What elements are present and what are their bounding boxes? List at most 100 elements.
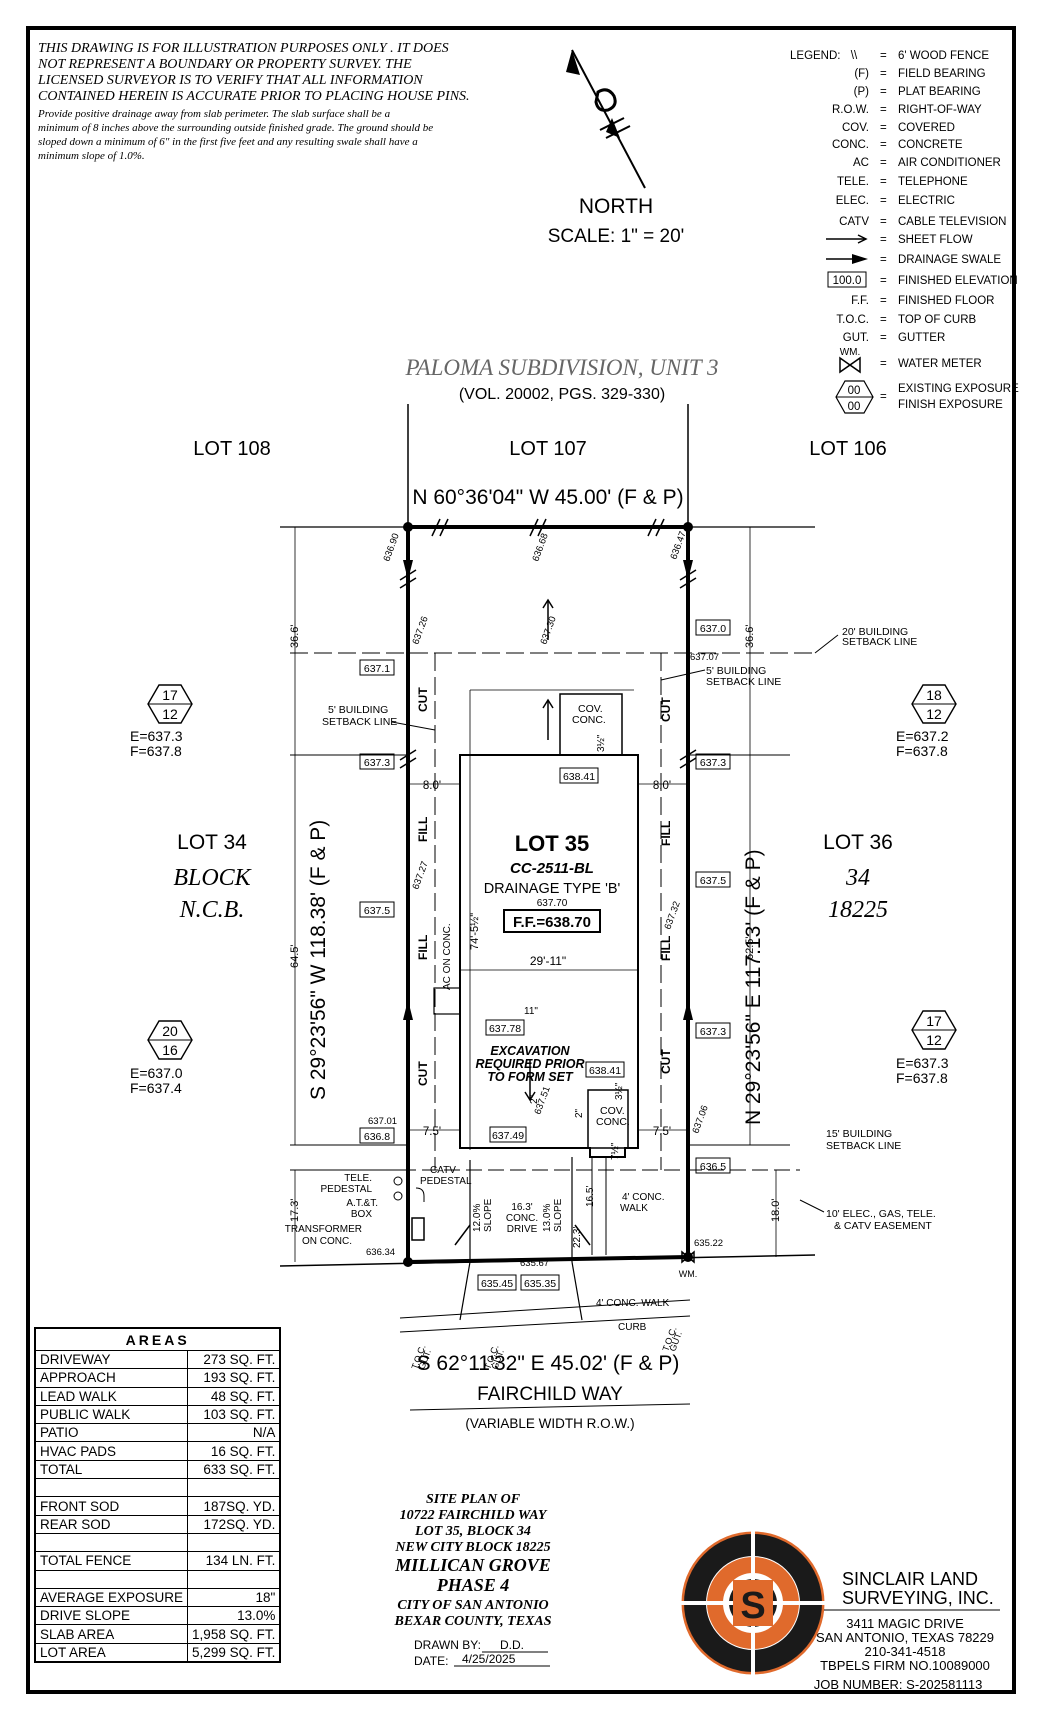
- setback-5-right-label: SETBACK LINE: [706, 676, 781, 688]
- title-line: 10722 FAIRCHILD WAY: [400, 1508, 548, 1523]
- legend-desc: SHEET FLOW: [898, 234, 973, 246]
- existing-elevation: E=637.0: [130, 1065, 183, 1081]
- legend-eq: =: [880, 50, 887, 62]
- sheet-flow-arrows: [454, 598, 591, 1246]
- legend-desc: FINISH EXPOSURE: [898, 399, 1003, 411]
- area-value: 633 SQ. FT.: [187, 1459, 281, 1480]
- legend-sym: WM.: [840, 347, 861, 358]
- legend-sym: AC: [853, 157, 869, 169]
- att-label: BOX: [351, 1209, 372, 1220]
- area-value: 13.0%: [187, 1606, 281, 1626]
- north-arrow-icon: [566, 49, 646, 189]
- dim-36-6-right: 36.6': [744, 624, 756, 648]
- legend: LEGEND: \\ = 6' WOOD FENCE (F) = FIELD B…: [790, 50, 1019, 414]
- area-label: HVAC PADS: [34, 1441, 189, 1461]
- elevation-value: 636.5: [700, 1161, 726, 1173]
- legend-desc: DRAINAGE SWALE: [898, 254, 1001, 266]
- finish-elevation: F=637.8: [896, 1070, 948, 1086]
- legend-sym: CATV: [839, 216, 869, 228]
- slope-label: 12.0%: [472, 1204, 483, 1232]
- slope-label: SLOPE: [553, 1198, 564, 1232]
- drawn-by-value: D.D.: [500, 1638, 524, 1652]
- area-label: PUBLIC WALK: [34, 1404, 189, 1425]
- small-dimensions: 11" 2" 2" 3½" 3½" 7½": [524, 734, 625, 1160]
- drainage-note-line: Provide positive drainage away from slab…: [37, 108, 391, 120]
- north-label: NORTH: [579, 195, 653, 218]
- legend-eq: =: [880, 391, 887, 403]
- legend-desc: EXISTING EXPOSURE: [898, 383, 1019, 395]
- legend-eq: =: [880, 195, 887, 207]
- spot-elevation: 637.27: [410, 860, 430, 891]
- sheet-flow-arrow-icon: [826, 234, 868, 244]
- setback-15-label: SETBACK LINE: [826, 1140, 901, 1152]
- drive-label: 16.3': [511, 1202, 532, 1213]
- area-value: 193 SQ. FT.: [187, 1368, 281, 1388]
- spot-elevation: 636.47: [668, 530, 688, 561]
- existing-exposure: 17: [162, 687, 178, 703]
- area-value: 16 SQ. FT.: [187, 1441, 281, 1461]
- title-line: BEXAR COUNTY, TEXAS: [393, 1614, 551, 1629]
- lot-108-label: LOT 108: [193, 438, 270, 460]
- areas-title: AREAS: [35, 1328, 281, 1351]
- legend-eq: =: [880, 68, 887, 80]
- catv-label: CATV: [430, 1165, 456, 1176]
- elevation-value: 638.41: [589, 1065, 621, 1077]
- legend-desc: PLAT BEARING: [898, 86, 981, 98]
- lot-106-label: LOT 106: [809, 438, 886, 460]
- spot-elevation: 636.90: [381, 532, 401, 563]
- legend-sym: F.F.: [851, 295, 869, 307]
- slope-label: SLOPE: [483, 1198, 494, 1232]
- dim-7-5-right: 7.5': [653, 1126, 671, 1138]
- area-value: 187SQ. YD.: [187, 1496, 281, 1516]
- existing-elevation: E=637.2: [896, 728, 949, 744]
- north-boundary-bearing: N 60°36'04" W 45.00' (F & P): [412, 486, 683, 509]
- legend-sym: (P): [854, 86, 870, 98]
- area-label: [34, 1532, 189, 1553]
- block-label: BLOCK: [173, 865, 252, 891]
- legend-eq: =: [880, 295, 887, 307]
- fill-label: FILL: [416, 817, 430, 842]
- legend-eq: =: [880, 275, 887, 287]
- area-label: TOTAL FENCE: [34, 1551, 189, 1571]
- area-value: [187, 1569, 281, 1589]
- legend-eq: =: [880, 86, 887, 98]
- title-line: LOT 35, BLOCK 34: [414, 1524, 531, 1539]
- area-label: LOT AREA: [34, 1642, 189, 1663]
- legend-sym: 00: [848, 385, 861, 397]
- existing-exposure: 17: [926, 1013, 942, 1029]
- elevation-value: 637.1: [364, 663, 390, 675]
- legend-sym: ELEC.: [836, 195, 869, 207]
- street-name: FAIRCHILD WAY: [477, 1384, 623, 1405]
- setback-5-left-label: SETBACK LINE: [322, 716, 397, 728]
- spot-elevation: 636.68: [530, 532, 550, 563]
- legend-sym: R.O.W.: [832, 104, 869, 116]
- slab-depth-dimension: 74'-5½": [469, 913, 481, 950]
- area-label: SLAB AREA: [34, 1624, 189, 1644]
- existing-elevation: E=637.3: [130, 728, 183, 744]
- street-row: (VARIABLE WIDTH R.O.W.): [465, 1416, 634, 1431]
- legend-sym: (F): [854, 68, 869, 80]
- elevation-value: 637.5: [364, 905, 390, 917]
- legend-desc: CABLE TELEVISION: [898, 216, 1006, 228]
- subdivision-name: PALOMA SUBDIVISION, UNIT 3: [404, 355, 718, 380]
- drainage-note-line: minimum of 8 inches above the surroundin…: [38, 122, 433, 134]
- date-label: DATE:: [414, 1654, 448, 1668]
- cut-label: CUT: [659, 697, 673, 722]
- fill-label: FILL: [659, 936, 673, 961]
- cut-fill-labels: CUT FILL FILL CUT CUT FILL FILL CUT: [416, 687, 673, 1086]
- elevation-value: 637.5: [700, 875, 726, 887]
- elevation-value: 637.3: [364, 757, 390, 769]
- existing-exposure: 18: [926, 687, 942, 703]
- drainage-note-line: minimum slope of 1.0%.: [38, 150, 145, 162]
- elevation-value: 638.41: [563, 771, 595, 783]
- dim-small: 3½": [596, 734, 607, 752]
- legend-sym: T.O.C.: [836, 314, 869, 326]
- legend-sym: 00: [848, 401, 861, 413]
- setback-5-right-label: 5' BUILDING: [706, 665, 766, 677]
- ff-spot-elevation: 637.70: [537, 898, 568, 909]
